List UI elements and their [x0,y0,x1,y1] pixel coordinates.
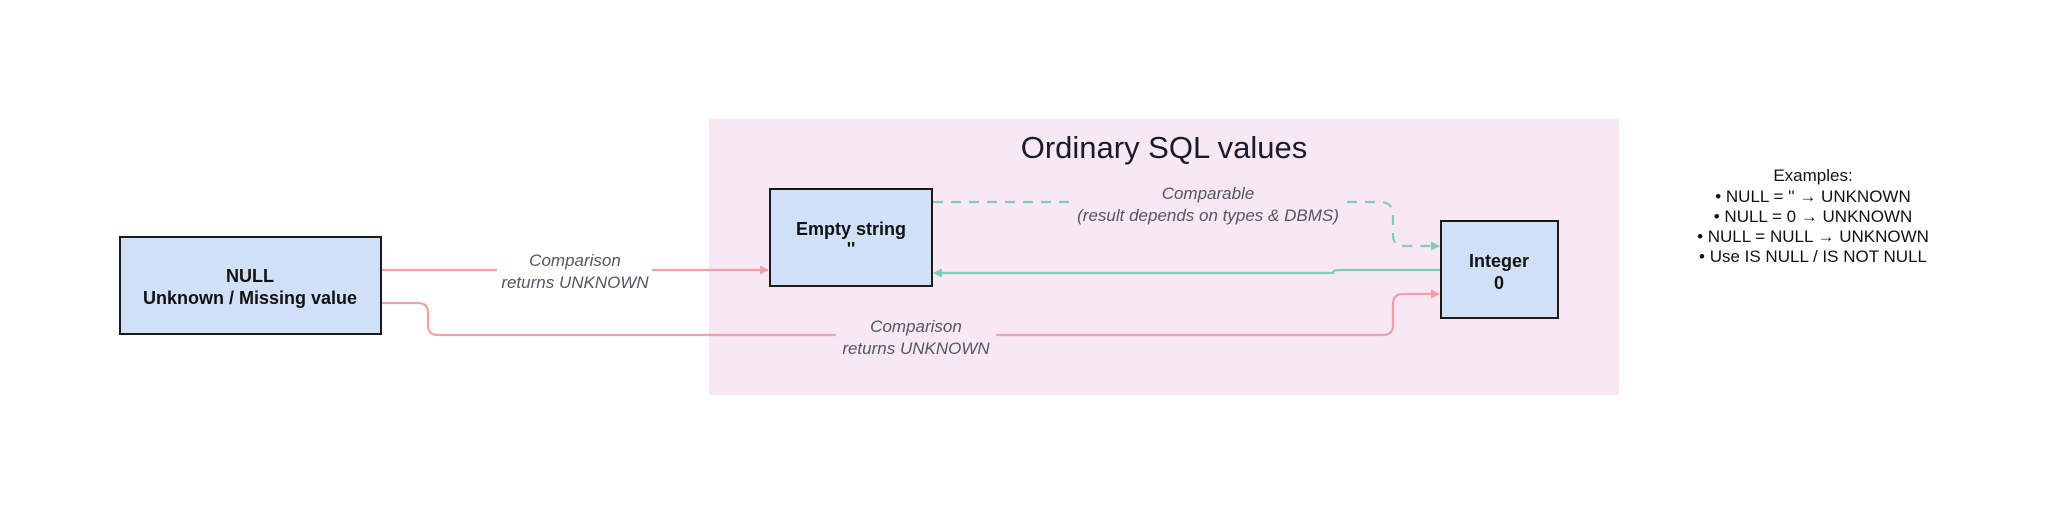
examples-note-title: Examples: [1773,166,1852,185]
edge-label-background [1077,180,1339,224]
node-null [119,236,382,335]
examples-note-line: • NULL = NULL → UNKNOWN [1697,227,1929,246]
examples-note-line: • NULL = 0 → UNKNOWN [1714,207,1913,226]
edge-label-empty-to-integer-line2: (result depends on types & DBMS) [1077,206,1339,225]
edge-label-null-to-empty-line1: Comparison [529,251,621,270]
edge-label-null-to-integer-line2: returns UNKNOWN [842,339,990,358]
edge-empty-string-to-integer [933,200,1440,251]
edge-integer-to-empty-string [933,268,1441,278]
edge-label-null-to-integer-line1: Comparison [870,317,962,336]
node-null-title: NULL [226,266,274,286]
examples-note-line: • Use IS NULL / IS NOT NULL [1699,247,1927,266]
node-null-subtitle: Unknown / Missing value [143,288,357,308]
node-empty-string-value: '' [847,239,856,259]
edge-label-null-to-empty-line2: returns UNKNOWN [501,273,649,292]
edge-label-background [836,313,996,357]
node-empty-string-title: Empty string [796,219,906,239]
node-integer-value: 0 [1494,273,1504,293]
cluster-title: Ordinary SQL values [1021,130,1308,165]
node-integer [1440,220,1559,319]
examples-note-line: • NULL = '' → UNKNOWN [1715,187,1911,206]
node-empty-string [769,188,933,287]
edge-label-empty-to-integer-line1: Comparable [1162,184,1255,203]
node-integer-title: Integer [1469,251,1529,271]
examples-note: Examples: • NULL = '' → UNKNOWN • NULL =… [1697,166,1929,266]
edge-label-background [497,248,652,292]
